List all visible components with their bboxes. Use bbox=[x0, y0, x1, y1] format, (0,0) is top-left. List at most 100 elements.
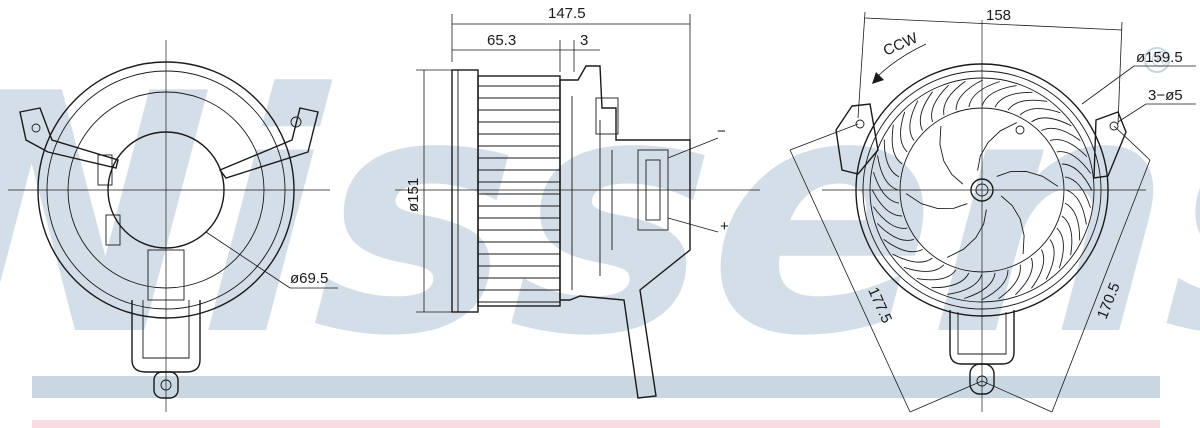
rear-blade bbox=[994, 91, 1033, 108]
rear-ccw-arc bbox=[875, 43, 927, 79]
rear-blade bbox=[981, 269, 1009, 301]
rear-rib bbox=[946, 209, 987, 258]
rear-blade bbox=[883, 139, 900, 178]
front-inner-ring bbox=[67, 91, 265, 289]
rear-blade bbox=[943, 80, 966, 116]
side-motor-details bbox=[571, 96, 613, 290]
rear-blade bbox=[903, 264, 945, 272]
rear-blade bbox=[871, 189, 903, 217]
rear-blade bbox=[1049, 139, 1088, 157]
rear-blade bbox=[1007, 99, 1048, 111]
front-left-bracket bbox=[19, 107, 119, 169]
rear-blade bbox=[1056, 227, 1064, 269]
side-plus-label: + bbox=[720, 218, 729, 235]
rear-blade bbox=[955, 79, 983, 111]
rear-blade bbox=[931, 272, 970, 289]
rear-diag-left-dim bbox=[789, 149, 911, 413]
rear-right-bracket bbox=[1093, 111, 1127, 179]
rear-blade bbox=[1061, 215, 1073, 256]
rear-bottom-tab-inner bbox=[957, 312, 1007, 355]
front-housing-outer bbox=[37, 61, 295, 319]
rear-housing-ring bbox=[862, 70, 1102, 310]
registered-mark: ® bbox=[1149, 48, 1171, 73]
rear-outer-dia-label: ø159.5 bbox=[1136, 49, 1183, 66]
rear-rib bbox=[1000, 195, 1025, 255]
rear-blade bbox=[900, 111, 908, 153]
rear-blade bbox=[883, 239, 923, 253]
rear-blade bbox=[892, 253, 933, 263]
registered-circle bbox=[1144, 47, 1170, 73]
rear-blade bbox=[931, 84, 949, 123]
rear-tab-eye bbox=[969, 363, 995, 395]
front-view: ø69.5 bbox=[8, 40, 338, 412]
front-tab-hole bbox=[160, 379, 172, 391]
rear-blade bbox=[964, 272, 996, 299]
front-right-bracket bbox=[218, 107, 319, 179]
rear-blade bbox=[1045, 239, 1055, 280]
rear-hub-outer bbox=[970, 178, 994, 202]
pink-band bbox=[32, 420, 1160, 428]
rear-blade bbox=[1019, 108, 1061, 116]
rear-left-bracket bbox=[835, 103, 879, 175]
rear-blade bbox=[1056, 151, 1092, 174]
side-view: 147.5 65.3 3 ø151 − + bbox=[395, 5, 760, 399]
rear-right-hole bbox=[1109, 121, 1119, 131]
rear-diag-right-ext bbox=[1113, 125, 1151, 161]
rear-width-ext-left bbox=[857, 11, 866, 119]
rear-diag-bottom-ext-right bbox=[981, 380, 1053, 413]
front-tab-eye bbox=[153, 371, 179, 399]
rear-holes-leader bbox=[1117, 103, 1147, 123]
side-minus-label: − bbox=[717, 123, 726, 140]
side-connector-inner bbox=[645, 159, 661, 221]
rear-blade bbox=[1065, 189, 1087, 225]
rear-tab-hole bbox=[976, 375, 988, 387]
rear-blade bbox=[873, 172, 900, 204]
side-motor-plate bbox=[559, 65, 691, 399]
rear-blade bbox=[968, 81, 1000, 108]
rear-rib bbox=[905, 193, 968, 210]
front-connector-top bbox=[97, 154, 113, 186]
side-plus-leader bbox=[667, 217, 719, 233]
rear-blade bbox=[916, 269, 957, 281]
side-fins bbox=[478, 85, 560, 303]
rear-blade bbox=[919, 91, 933, 131]
rear-small-hole bbox=[1015, 125, 1025, 135]
side-minus-leader bbox=[667, 137, 719, 159]
rear-blades bbox=[871, 79, 1093, 301]
rear-blade bbox=[981, 85, 1017, 107]
side-body-label: 65.3 bbox=[487, 32, 516, 49]
front-left-bracket-hole bbox=[31, 123, 41, 133]
rear-blade bbox=[872, 206, 908, 229]
rear-rib bbox=[977, 122, 1018, 171]
rear-blade bbox=[1061, 163, 1093, 191]
rear-blade bbox=[876, 223, 915, 241]
rear-hub-inner bbox=[975, 183, 989, 197]
front-connector-bottom bbox=[105, 214, 121, 246]
front-dia-leader bbox=[205, 231, 291, 289]
rear-wheel-outer bbox=[869, 77, 1095, 303]
rear-left-hole bbox=[855, 119, 865, 129]
rear-blade bbox=[909, 100, 919, 141]
blue-band bbox=[32, 376, 1160, 398]
rear-ribs bbox=[905, 122, 1059, 258]
rear-rib bbox=[996, 170, 1059, 187]
front-dia-label: ø69.5 bbox=[290, 270, 328, 287]
rear-blade bbox=[1015, 257, 1033, 296]
side-dia-label: ø151 bbox=[405, 178, 422, 212]
rear-blade bbox=[1064, 176, 1091, 208]
front-plug-tab bbox=[147, 249, 185, 301]
side-offset-label: 3 bbox=[580, 32, 588, 49]
rear-housing-outer bbox=[855, 63, 1109, 317]
rear-blade bbox=[1031, 249, 1045, 289]
side-overall-label: 147.5 bbox=[548, 5, 586, 22]
rear-diag-bottom-ext-left bbox=[909, 380, 983, 413]
rear-blade bbox=[1031, 117, 1072, 127]
rear-width-dim bbox=[864, 17, 1123, 31]
rear-width-ext-right bbox=[1117, 21, 1123, 125]
side-cap bbox=[595, 97, 619, 135]
rear-blade bbox=[1064, 202, 1081, 241]
rear-ccw-arrow-icon bbox=[872, 72, 884, 84]
front-housing-ring bbox=[46, 70, 286, 310]
